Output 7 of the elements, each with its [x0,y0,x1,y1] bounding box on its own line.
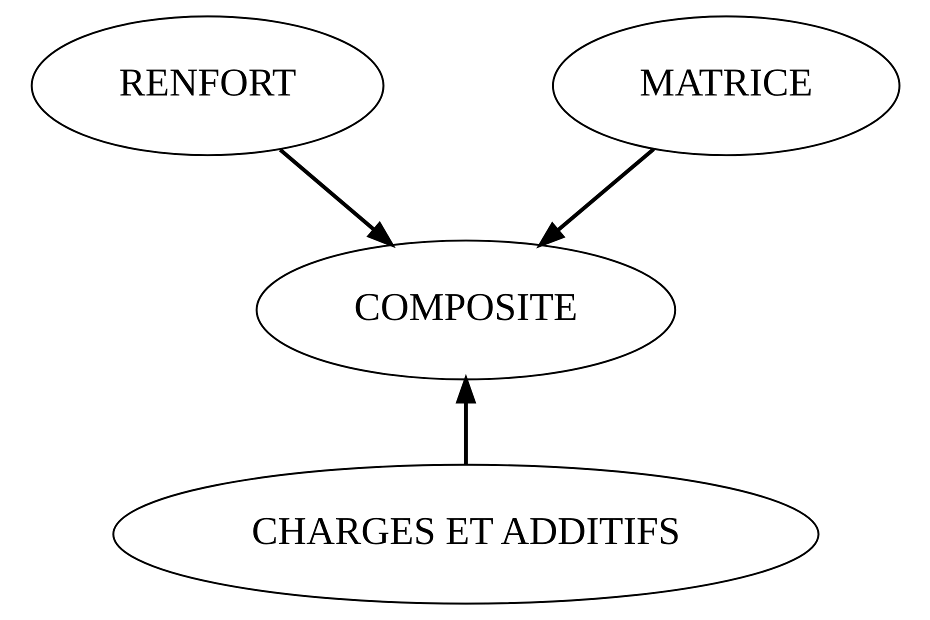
node-ellipse: CHARGES ET ADDITIFS [112,464,819,605]
arrow [536,148,654,249]
arrow [278,148,396,248]
node-ellipse: MATRICE [551,15,900,156]
node-ellipse: RENFORT [30,15,384,156]
arrow [455,374,476,464]
node-ellipse: COMPOSITE [255,240,676,380]
